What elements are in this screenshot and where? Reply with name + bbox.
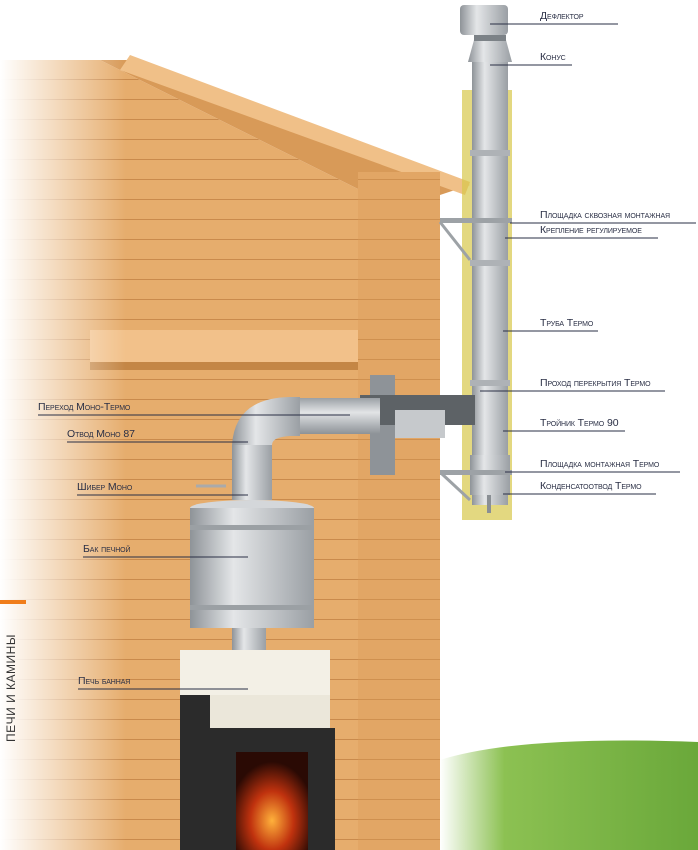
label-cone: Конус [540,51,566,63]
label-damper: Шибер Моно [77,481,133,493]
label-condensate-drain: Конденсатоотвод Термо [540,480,642,492]
label-adjustable-mount: Крепление регулируемое [540,224,642,236]
section-accent-bar [0,600,26,604]
horizontal-pipe [300,398,380,434]
label-ceiling-pass: Проход перекрытия Термо [540,377,651,389]
grass [440,740,698,850]
label-mono-thermo-adapter: Переход Моно-Термо [38,401,131,413]
elbow-pipe [232,397,300,445]
chimney-pipe [438,5,512,513]
section-tab: ПЕЧИ И КАМИНЫ [4,634,18,742]
label-deflector: Дефлектор [540,10,584,22]
water-tank [190,500,314,628]
sauna-stove [180,650,335,850]
label-through-platform: Площадка сквозная монтажная [540,209,670,221]
label-mount-platform: Площадка монтажная Термо [540,458,660,470]
label-stove: Печь банная [78,675,131,687]
label-tee: Тройник Термо 90 [540,417,619,429]
label-elbow: Отвод Моно 87 [67,428,135,440]
label-thermo-pipe: Труба Термо [540,317,594,329]
label-tank: Бак печной [83,543,131,555]
leader-lines [38,23,696,690]
